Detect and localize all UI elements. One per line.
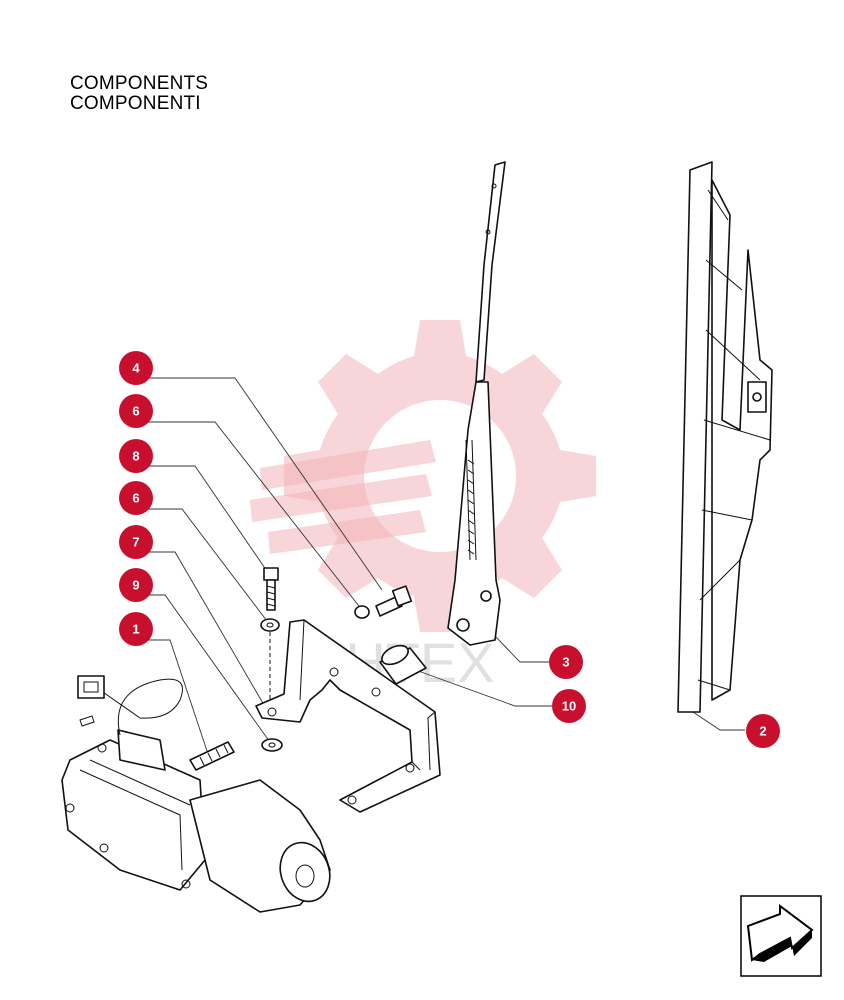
svg-text:2: 2 — [759, 724, 766, 739]
back-arrow-icon[interactable] — [740, 895, 822, 977]
watermark-gear-icon — [250, 320, 596, 632]
wiper-blade-part — [677, 161, 773, 713]
callout-9: 9 — [119, 568, 153, 602]
svg-text:9: 9 — [132, 578, 139, 593]
wiper-arm-part — [447, 161, 506, 646]
heading-line-2: COMPONENTI — [70, 93, 201, 114]
heading-line-1: COMPONENTS — [70, 73, 209, 94]
svg-text:7: 7 — [132, 535, 139, 550]
callout-10: 10 — [552, 689, 586, 723]
svg-text:4: 4 — [132, 361, 140, 376]
svg-text:1: 1 — [132, 622, 139, 637]
callout-1: 1 — [119, 612, 153, 646]
mounting-bolt-stack-part — [260, 567, 283, 752]
bolt-washer-arm-part — [354, 585, 413, 619]
svg-text:6: 6 — [132, 491, 139, 506]
svg-text:3: 3 — [562, 655, 569, 670]
svg-text:8: 8 — [132, 449, 139, 464]
callout-7: 7 — [119, 525, 153, 559]
callout-4: 4 — [119, 351, 153, 385]
callout-6-upper: 6 — [119, 394, 153, 428]
svg-text:10: 10 — [562, 699, 576, 714]
leader-lines — [148, 377, 745, 761]
callout-2: 2 — [746, 714, 780, 748]
page-heading: COMPONENTS COMPONENTI — [70, 74, 208, 114]
motor-bracket-part — [255, 619, 441, 813]
callout-8: 8 — [119, 439, 153, 473]
svg-text:6: 6 — [132, 404, 139, 419]
wiper-motor-part — [61, 675, 331, 913]
callout-6-lower: 6 — [119, 481, 153, 515]
spacer-bush-part — [379, 644, 427, 685]
callout-3: 3 — [549, 645, 583, 679]
